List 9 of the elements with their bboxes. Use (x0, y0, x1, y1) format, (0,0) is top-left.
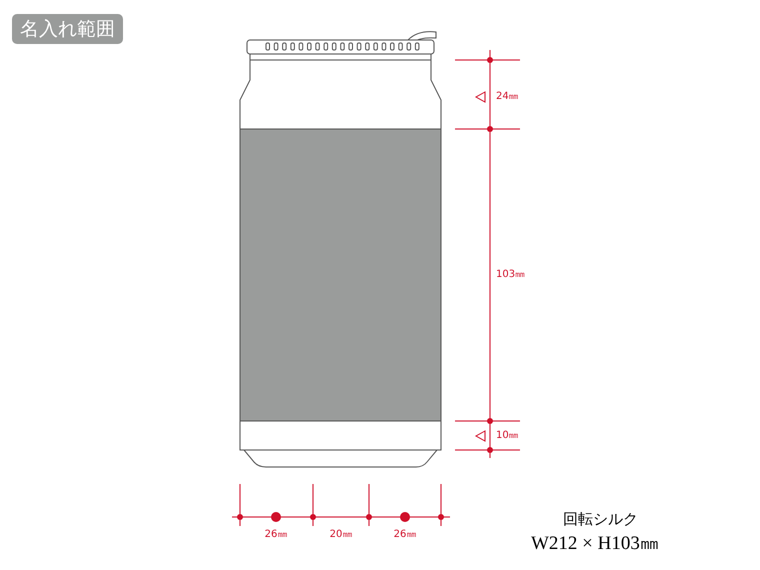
dimension-label: 103㎜ (496, 269, 526, 281)
dimension-label: 20㎜ (330, 529, 352, 541)
dimension-label: 26㎜ (394, 529, 416, 541)
spec-text: W212 × H103㎜ (531, 532, 659, 556)
title-badge: 名入れ範囲 (12, 14, 123, 44)
dimension-label: 10㎜ (496, 430, 519, 442)
note-text: 回転シルク (563, 510, 638, 528)
dimension-label: 26㎜ (264, 529, 288, 541)
dimension-label: 24㎜ (496, 91, 519, 103)
